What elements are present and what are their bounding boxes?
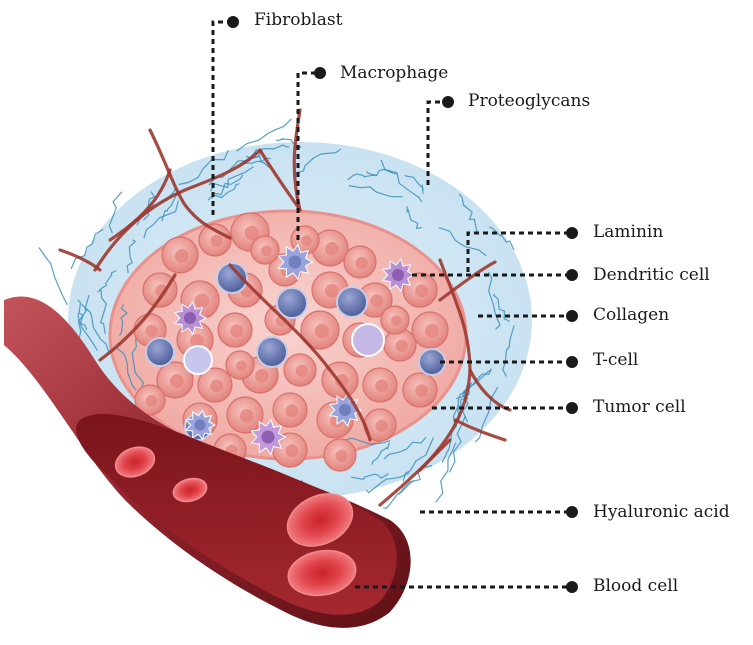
leader-dot-fibroblast xyxy=(227,16,239,28)
tumor-cell-nucleus xyxy=(325,242,339,256)
tumor-cell-nucleus xyxy=(315,324,329,338)
tumor-cell-nucleus xyxy=(170,374,184,388)
dendritic-cell-nucleus xyxy=(392,269,404,281)
leader-dot-collagen xyxy=(566,310,578,322)
label-laminin: Laminin xyxy=(593,222,663,242)
leader-dot-laminin xyxy=(566,227,578,239)
leader-dot-proteoglycans xyxy=(442,96,454,108)
label-blood-cell: Blood cell xyxy=(593,576,678,596)
label-hyaluronic-acid: Hyaluronic acid xyxy=(593,502,730,522)
macrophage-cell-nucleus xyxy=(289,256,302,269)
tumor-cell-nucleus xyxy=(370,294,383,307)
t-cell xyxy=(277,288,307,318)
t-cell xyxy=(257,337,287,367)
label-tumor-cell: Tumor cell xyxy=(593,397,686,417)
leader-dot-macrophage xyxy=(314,67,326,79)
t-cell xyxy=(146,338,174,366)
tumor-cell-nucleus xyxy=(415,384,428,397)
tumor-cell-nucleus xyxy=(425,324,439,338)
tumor-cell-nucleus xyxy=(296,365,308,377)
tumor-cell-nucleus xyxy=(375,379,388,392)
label-t-cell: T-cell xyxy=(593,350,638,370)
label-proteoglycans: Proteoglycans xyxy=(468,91,590,111)
leader-dot-hyaluronic-acid xyxy=(566,506,578,518)
tumor-cell-nucleus xyxy=(396,340,408,352)
tumor-cell-nucleus xyxy=(261,245,272,256)
immune-cell xyxy=(352,324,384,356)
leader-dot-tumor-cell xyxy=(566,402,578,414)
tumor-cell-nucleus xyxy=(175,249,189,263)
laminin-fiber xyxy=(39,248,68,305)
immune-cell xyxy=(184,346,212,374)
tumor-cell-nucleus xyxy=(240,409,254,423)
label-fibroblast: Fibroblast xyxy=(254,10,343,30)
label-dendritic-cell: Dendritic cell xyxy=(593,265,710,285)
tumor-cell-nucleus xyxy=(146,325,158,337)
leader-dot-t-cell xyxy=(566,356,578,368)
dendritic-cell-nucleus xyxy=(262,431,275,444)
label-macrophage: Macrophage xyxy=(340,63,448,83)
macrophage-cell-nucleus xyxy=(195,420,206,431)
leader-dot-dendritic-cell xyxy=(566,269,578,281)
tumor-cell-nucleus xyxy=(356,257,368,269)
tumor-cell-nucleus xyxy=(285,444,298,457)
macrophage-cell-nucleus xyxy=(339,404,351,416)
tumor-cell-nucleus xyxy=(336,450,348,462)
tumor-cell-nucleus xyxy=(255,369,269,383)
tumor-cell-nucleus xyxy=(146,395,157,406)
label-collagen: Collagen xyxy=(593,305,669,325)
leader-dot-blood-cell xyxy=(566,581,578,593)
tumor-cell-nucleus xyxy=(325,284,339,298)
tumor-cell-nucleus xyxy=(415,284,428,297)
t-cell xyxy=(337,287,367,317)
tumor-cell-nucleus xyxy=(285,404,298,417)
dendritic-cell-nucleus xyxy=(184,312,196,324)
leader-proteoglycans xyxy=(428,102,448,185)
tumor-cell-nucleus xyxy=(195,294,209,308)
tumor-cell-nucleus xyxy=(211,235,223,247)
tumor-cell-nucleus xyxy=(210,379,223,392)
tumor-cell-nucleus xyxy=(230,324,243,337)
tumor-cell-nucleus xyxy=(236,360,247,371)
tumor-cell-nucleus xyxy=(301,235,312,246)
tumor-cell-nucleus xyxy=(376,420,388,432)
tumor-cell-nucleus xyxy=(391,315,402,326)
